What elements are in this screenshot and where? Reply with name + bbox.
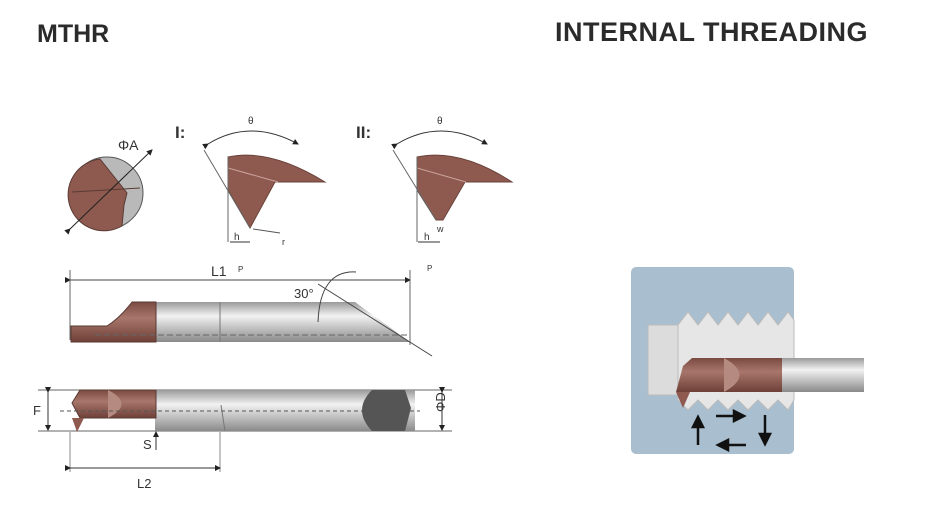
p-label-1: P	[238, 265, 243, 274]
s-label: S	[143, 437, 152, 452]
side-view: L1 P P 30°	[65, 263, 432, 357]
motion-arrows-icon	[690, 408, 773, 453]
model-title: MTHR	[37, 20, 110, 48]
f-label: F	[33, 403, 41, 418]
theta-label-2: θ	[437, 116, 443, 127]
theta-label: θ	[248, 116, 254, 127]
angle-30-label: 30°	[294, 286, 314, 301]
profile-i: I: θ h r	[175, 116, 327, 247]
r-label: r	[282, 237, 285, 247]
l1-label: L1	[211, 263, 227, 279]
profile-ii: II: θ h w	[356, 116, 514, 243]
l2-label: L2	[137, 476, 151, 491]
top-view: F ΦD S L2	[33, 387, 452, 491]
diameter-d-label: ΦD	[433, 392, 448, 412]
threading-illustration	[631, 267, 864, 454]
end-view: ΦA	[64, 137, 153, 235]
category-title: INTERNAL THREADING	[555, 17, 869, 47]
profile-i-label: I:	[175, 123, 185, 142]
profile-ii-label: II:	[356, 123, 371, 142]
h-label: h	[234, 232, 240, 243]
p-label-2: P	[427, 264, 432, 273]
h-label-2: h	[424, 232, 430, 243]
w-label: w	[436, 224, 444, 234]
diameter-a-label: ΦA	[118, 137, 139, 153]
